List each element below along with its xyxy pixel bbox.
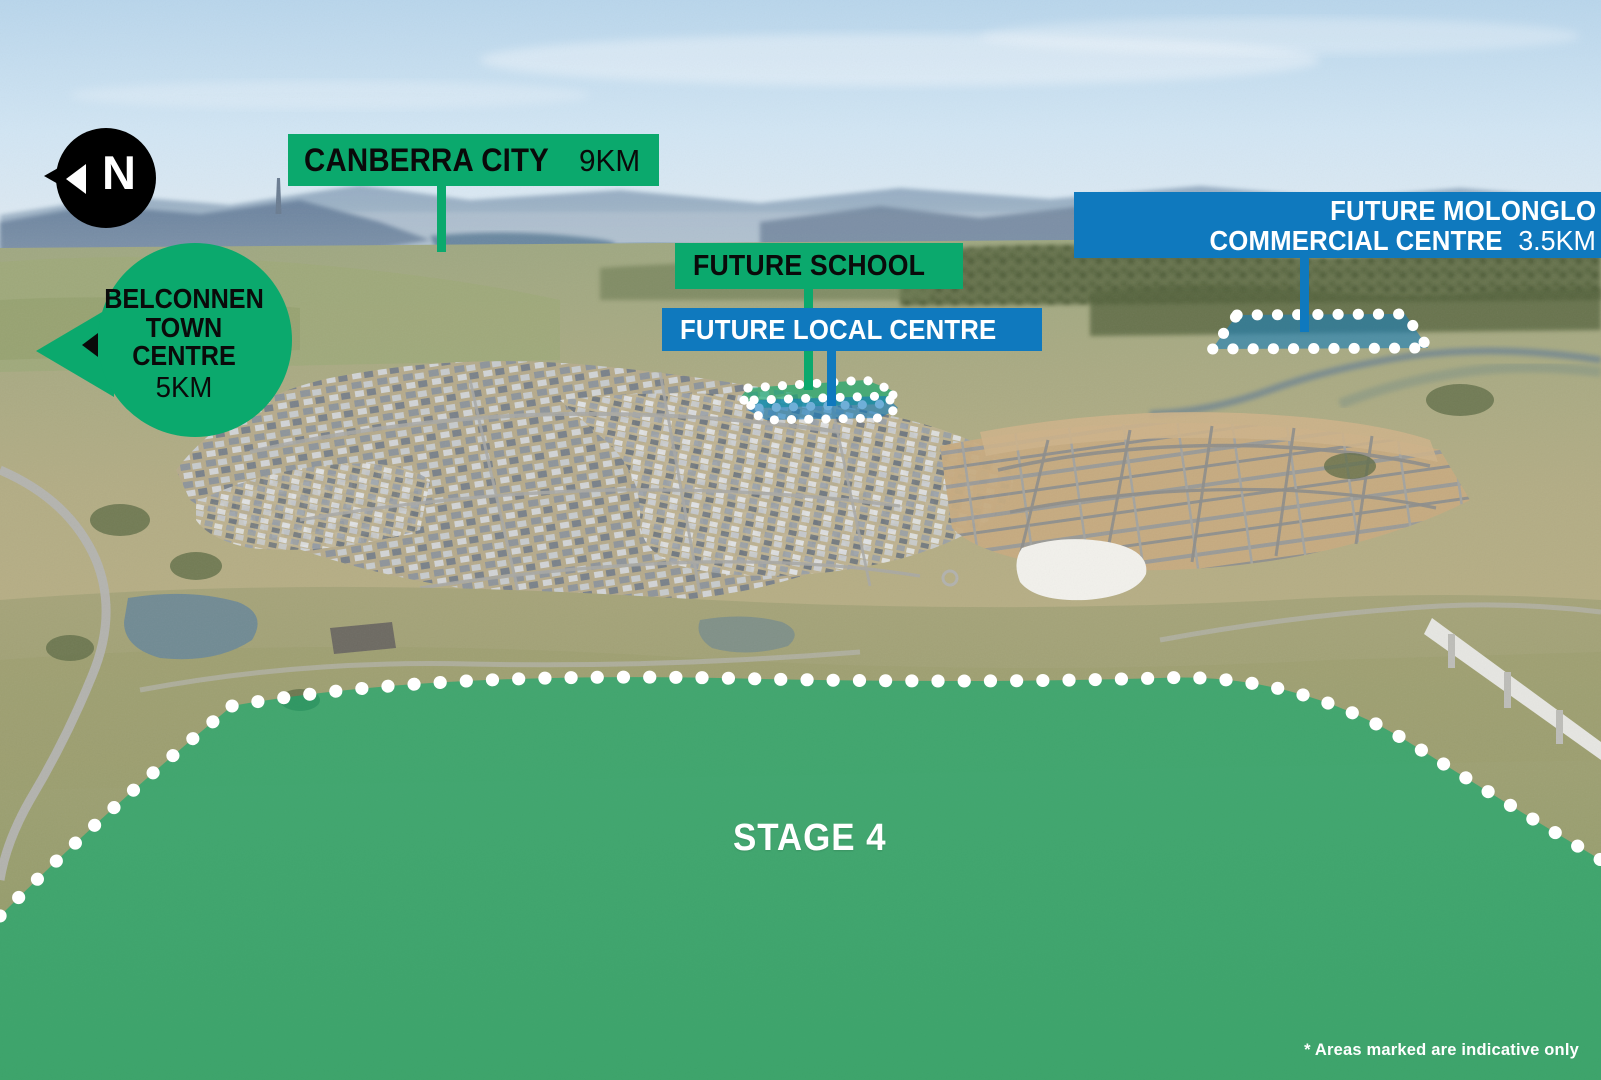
- belconnen-direction-arrow-icon: [82, 333, 98, 357]
- future-local-centre-name: FUTURE LOCAL CENTRE: [680, 313, 997, 345]
- overlay-molonglo-commercial-area: [1201, 308, 1439, 355]
- canberra-city-name: CANBERRA CITY: [304, 142, 550, 178]
- molonglo-line-2: COMMERCIAL CENTRE: [1209, 225, 1503, 256]
- marker-belconnen-town-centre[interactable]: BELCONNEN TOWN CENTRE 5KM: [36, 243, 292, 438]
- indicative-areas-footnote: * Areas marked are indicative only: [1304, 1041, 1579, 1059]
- leader-line-molonglo: [1300, 256, 1309, 332]
- compass-arrow-icon: [66, 164, 86, 194]
- belconnen-line-3: CENTRE: [132, 340, 236, 372]
- leader-line-canberra-city: [437, 184, 446, 252]
- molonglo-line-1: FUTURE MOLONGLO: [1329, 195, 1596, 226]
- label-future-molonglo-commercial-centre[interactable]: FUTURE MOLONGLO COMMERCIAL CENTRE 3.5KM: [1074, 192, 1601, 258]
- future-school-name: FUTURE SCHOOL: [693, 249, 926, 282]
- leader-line-future-local-centre: [827, 348, 836, 406]
- belconnen-distance: 5KM: [155, 371, 213, 404]
- belconnen-bubble: [98, 243, 292, 437]
- belconnen-line-1: BELCONNEN: [104, 283, 264, 314]
- belconnen-line-2: TOWN: [145, 311, 223, 343]
- label-future-school[interactable]: FUTURE SCHOOL: [675, 243, 964, 289]
- north-compass-icon: N: [44, 128, 156, 228]
- overlay-stage-4: [0, 670, 1601, 1080]
- overlay-future-local-centre-area: [741, 391, 906, 425]
- label-future-local-centre[interactable]: FUTURE LOCAL CENTRE: [662, 308, 1042, 351]
- belconnen-label-text: BELCONNEN TOWN CENTRE 5KM: [84, 283, 284, 404]
- stage-4-overlay-label: STAGE 4: [733, 817, 887, 859]
- canberra-city-distance: 9KM: [579, 142, 641, 178]
- compass-north-letter: N: [102, 146, 136, 199]
- label-canberra-city[interactable]: CANBERRA CITY 9KM: [288, 134, 660, 186]
- molonglo-distance: 3.5KM: [1518, 225, 1596, 256]
